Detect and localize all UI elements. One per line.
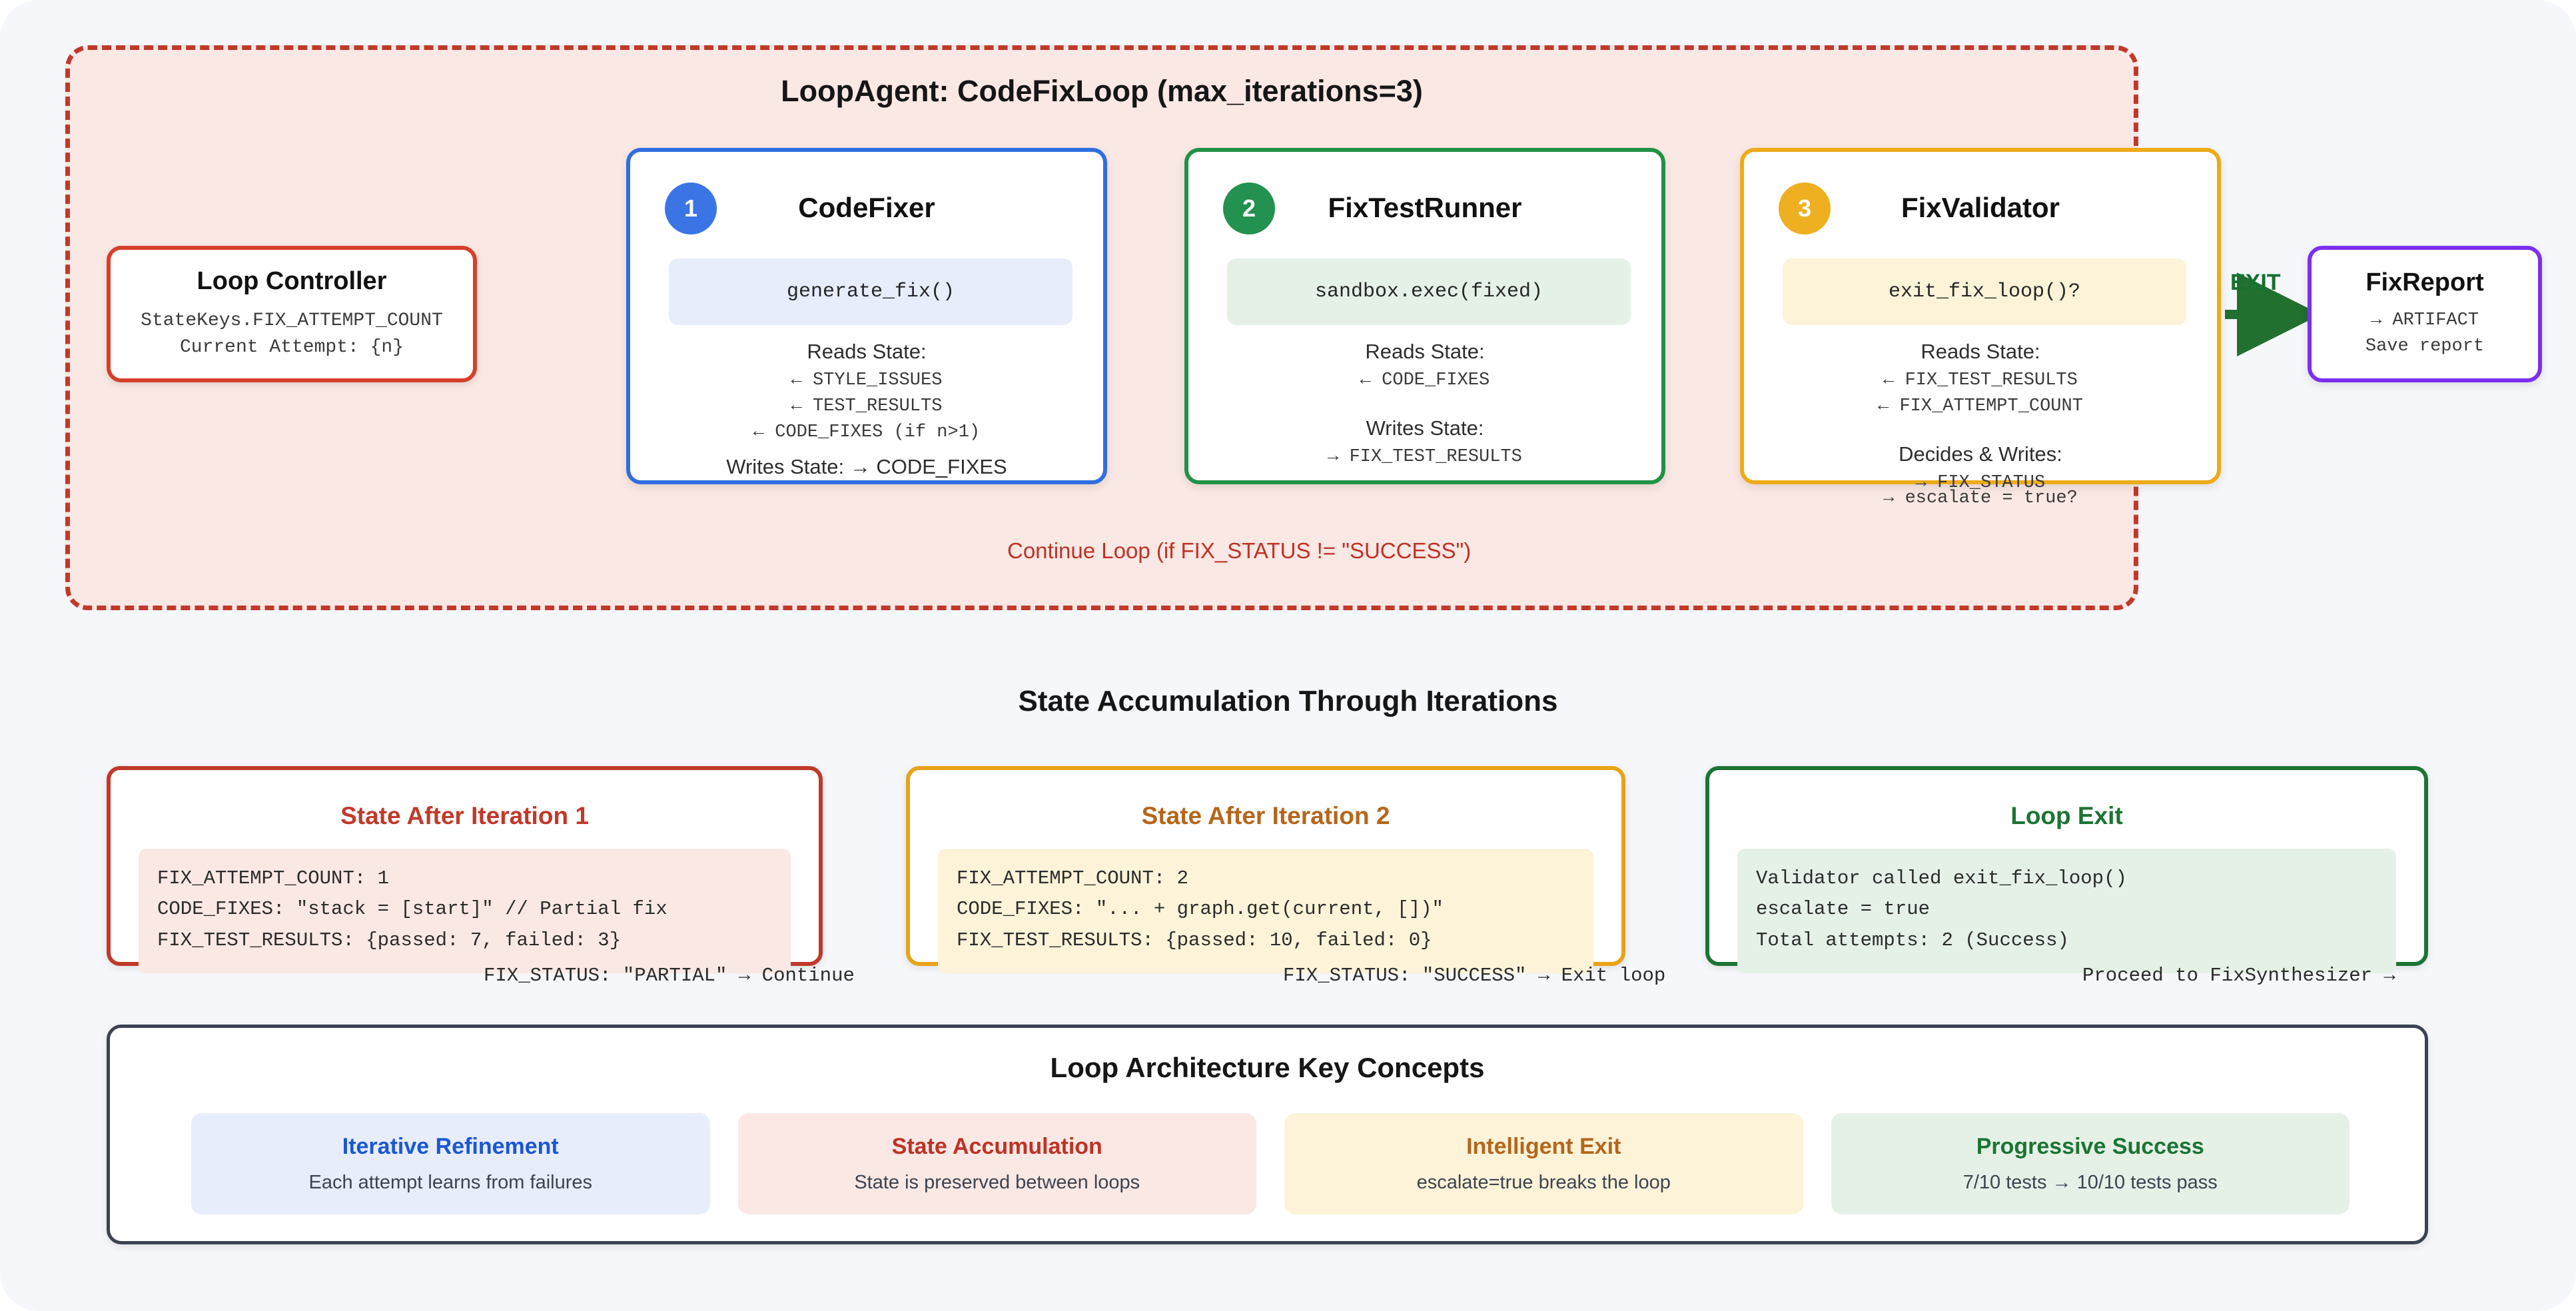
agent-node-body-codefixer: Reads State: ← STYLE_ISSUES ← TEST_RESUL…	[630, 340, 1103, 479]
loop-controller-attempt: Current Attempt: {n}	[179, 337, 404, 358]
concept-card-state-accumulation: State Accumulation State is preserved be…	[737, 1113, 1256, 1214]
reads-state-label-1: Reads State:	[807, 340, 927, 363]
agent-node-fixvalidator[interactable]: 3 FixValidator exit_fix_loop()? Reads St…	[1740, 148, 2221, 508]
spacer	[1744, 420, 2217, 442]
reads-state-item: ← TEST_RESULTS	[791, 396, 943, 416]
state-line: escalate = true	[1756, 898, 1931, 921]
agent-node-title-fixvalidator: FixValidator	[1901, 192, 2060, 223]
state-line: Total attempts: 2 (Success)	[1756, 929, 2069, 951]
step-badge-2: 2	[1223, 183, 1275, 234]
concept-title: Intelligent Exit	[1466, 1134, 1621, 1159]
state-card-footer: Proceed to FixSynthesizer →	[2082, 965, 2395, 987]
state-line: Validator called exit_fix_loop()	[1756, 867, 2127, 889]
fix-report-artifact: → ARTIFACT	[2370, 310, 2479, 330]
loop-controller-node[interactable]: Loop Controller StateKeys.FIX_ATTEMPT_CO…	[107, 246, 477, 382]
exit-label: EXIT	[2230, 270, 2281, 295]
agent-node-code-fixtestrunner: sandbox.exec(fixed)	[1227, 258, 1631, 325]
loop-agent-title: LoopAgent: CodeFixLoop (max_iterations=3…	[781, 74, 1423, 108]
agent-node-fixtestrunner[interactable]: 2 FixTestRunner sandbox.exec(fixed) Read…	[1184, 148, 1665, 484]
state-line: CODE_FIXES: "stack = [start]" // Partial…	[157, 898, 667, 921]
agent-node-title-codefixer: CodeFixer	[798, 192, 935, 223]
loop-controller-statekey: StateKeys.FIX_ATTEMPT_COUNT	[141, 310, 443, 332]
state-card-body: FIX_ATTEMPT_COUNT: 2 CODE_FIXES: "... + …	[938, 849, 1593, 974]
reads-state-label-2: Reads State:	[1365, 340, 1485, 363]
step-badge-3: 3	[1779, 183, 1831, 234]
agent-node-codefixer[interactable]: 1 CodeFixer generate_fix() Reads State: …	[626, 148, 1107, 484]
state-line: FIX_TEST_RESULTS: {passed: 7, failed: 3}	[157, 929, 622, 951]
state-card-body: FIX_ATTEMPT_COUNT: 1 CODE_FIXES: "stack …	[139, 849, 791, 974]
state-card-loop-exit: Loop Exit Validator called exit_fix_loop…	[1705, 766, 2428, 987]
state-card-footer: FIX_STATUS: "SUCCESS" → Exit loop	[1283, 965, 1666, 987]
reads-state-item: ← CODE_FIXES (if n>1)	[753, 422, 981, 442]
state-card-footer: FIX_STATUS: "PARTIAL" → Continue	[484, 965, 855, 987]
concept-subtitle: escalate=true breaks the loop	[1416, 1172, 1671, 1193]
state-line: FIX_TEST_RESULTS: {passed: 10, failed: 0…	[957, 929, 1432, 951]
concept-title: Iterative Refinement	[342, 1134, 559, 1159]
reads-state-label-3: Reads State:	[1921, 340, 2040, 363]
loop-controller-title: Loop Controller	[197, 267, 387, 296]
concept-card-intelligent-exit: Intelligent Exit escalate=true breaks th…	[1284, 1113, 1803, 1214]
writes-state-item: → FIX_TEST_RESULTS	[1328, 446, 1522, 467]
agent-node-code-fixvalidator: exit_fix_loop()?	[1783, 258, 2186, 325]
decides-writes-label-3: Decides & Writes:	[1899, 442, 2062, 466]
fix-report-save: Save report	[2365, 336, 2485, 356]
concept-subtitle: State is preserved between loops	[854, 1172, 1140, 1193]
writes-state-item: → FIX_STATUS	[1915, 472, 2046, 493]
step-badge-1: 1	[665, 183, 717, 234]
spacer	[1188, 394, 1661, 416]
agent-node-body-fixvalidator: Reads State: ← FIX_TEST_RESULTS ← FIX_AT…	[1744, 340, 2217, 496]
state-line: FIX_ATTEMPT_COUNT: 1	[157, 867, 390, 889]
agent-node-title-fixtestrunner: FixTestRunner	[1328, 192, 1522, 223]
state-card-body: Validator called exit_fix_loop() escalat…	[1737, 849, 2396, 974]
concept-subtitle: 7/10 tests → 10/10 tests pass	[1962, 1172, 2218, 1193]
key-concepts-row: Iterative Refinement Each attempt learns…	[191, 1113, 2350, 1214]
writes-state-inline-1: Writes State: → CODE_FIXES	[726, 454, 1007, 478]
concept-card-iterative-refinement: Iterative Refinement Each attempt learns…	[191, 1113, 710, 1214]
state-card-iteration-2: State After Iteration 2 FIX_ATTEMPT_COUN…	[906, 766, 1665, 987]
concept-title: State Accumulation	[891, 1134, 1102, 1159]
fix-report-node[interactable]: FixReport → ARTIFACT Save report	[2308, 246, 2542, 382]
key-concepts-container: Loop Architecture Key Concepts Iterative…	[107, 1025, 2428, 1244]
agent-node-code-codefixer: generate_fix()	[669, 258, 1073, 325]
state-card-title: State After Iteration 2	[1141, 802, 1390, 829]
state-section-title: State Accumulation Through Iterations	[1018, 685, 1558, 717]
concept-card-progressive-success: Progressive Success 7/10 tests → 10/10 t…	[1831, 1113, 2350, 1214]
agent-node-body-fixtestrunner: Reads State: ← CODE_FIXES Writes State: …	[1188, 340, 1661, 470]
reads-state-item: ← STYLE_ISSUES	[791, 370, 943, 390]
state-line: CODE_FIXES: "... + graph.get(current, []…	[957, 898, 1444, 921]
writes-state-label-2: Writes State:	[1366, 416, 1484, 440]
concept-subtitle: Each attempt learns from failures	[308, 1172, 592, 1193]
continue-loop-label: Continue Loop (if FIX_STATUS != "SUCCESS…	[1007, 538, 1472, 563]
state-line: FIX_ATTEMPT_COUNT: 2	[957, 867, 1189, 889]
fix-report-title: FixReport	[2365, 268, 2484, 296]
reads-state-item: ← CODE_FIXES	[1360, 370, 1490, 390]
escalate-overflow-text: → escalate = true?	[1883, 488, 2078, 508]
concept-title: Progressive Success	[1976, 1134, 2204, 1159]
key-concepts-title: Loop Architecture Key Concepts	[1050, 1052, 1485, 1083]
reads-state-item: ← FIX_ATTEMPT_COUNT	[1878, 396, 2083, 416]
state-card-title: State After Iteration 1	[340, 802, 589, 829]
reads-state-item: ← FIX_TEST_RESULTS	[1883, 370, 2078, 390]
state-card-title: Loop Exit	[2010, 802, 2123, 829]
state-card-iteration-1: State After Iteration 1 FIX_ATTEMPT_COUN…	[107, 766, 855, 987]
